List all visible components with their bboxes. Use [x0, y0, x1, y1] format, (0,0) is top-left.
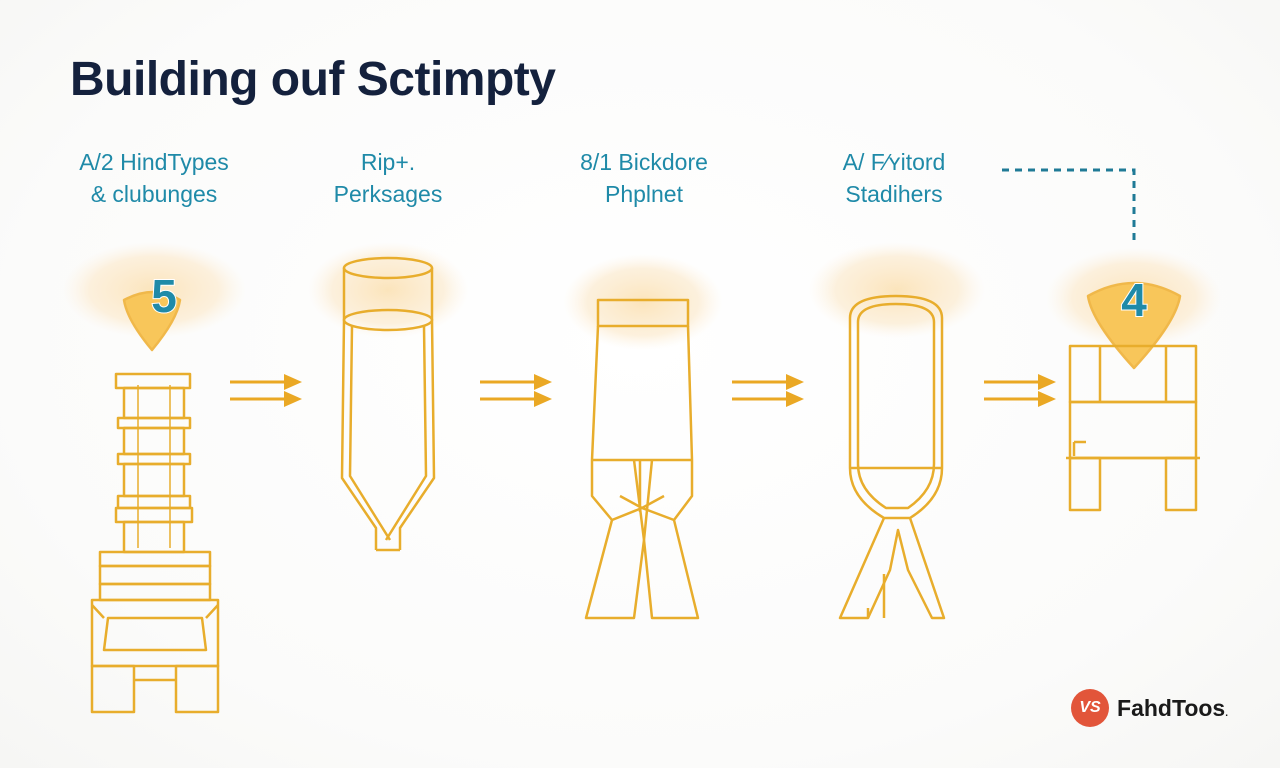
arrow-icon-3: [732, 374, 804, 407]
step-label-3-line1: 8/1 Bickdore: [580, 149, 708, 175]
beaker-icon: [584, 298, 700, 620]
step-label-3: 8/1 Bickdore Phplnet: [524, 146, 764, 210]
glow-4: [809, 242, 985, 338]
step-label-2-line1: Rip+.: [360, 149, 416, 175]
brand-name-text: FahdToos: [1117, 694, 1226, 721]
brand-mark: VS FahdToos.: [1071, 688, 1228, 728]
step-label-4-line1: A/ F⁄ʏitord: [842, 149, 946, 175]
glow-1: [62, 242, 246, 338]
step-label-2-line2: Perksages: [333, 181, 443, 207]
badge-number-last: 4: [1121, 274, 1147, 326]
step-label-4-line2: Stadihers: [845, 181, 943, 207]
arrow-icon-4: [984, 374, 1056, 407]
vessel-icon: [838, 294, 946, 620]
arrow-icon-2: [480, 374, 552, 407]
step-label-3-line2: Phplnet: [604, 181, 683, 207]
step-label-1-line2: & clubunges: [90, 181, 218, 207]
brand-name-suffix: .: [1225, 707, 1228, 719]
cup-icon: [340, 256, 436, 552]
step-label-1-line1: A/2 HindTypes: [79, 149, 229, 175]
badge-number-first: 5: [151, 270, 177, 322]
step-label-4: A/ F⁄ʏitord Stadihers: [774, 146, 1014, 210]
arrow-icon-1: [230, 374, 302, 407]
step-label-2: Rip+. Perksages: [268, 146, 508, 210]
tower-icon: [90, 290, 220, 714]
page-title: Building ouf Sctimpty: [70, 53, 556, 106]
glow-3: [563, 254, 723, 350]
step-label-1: A/2 HindTypes & clubunges: [34, 146, 274, 210]
frame-icon: [1066, 281, 1200, 512]
brand-logo-icon: VS: [1071, 689, 1110, 727]
dashed-connector: [1002, 168, 1136, 244]
glow-2: [308, 242, 468, 338]
brand-name: FahdToos.: [1117, 695, 1228, 722]
